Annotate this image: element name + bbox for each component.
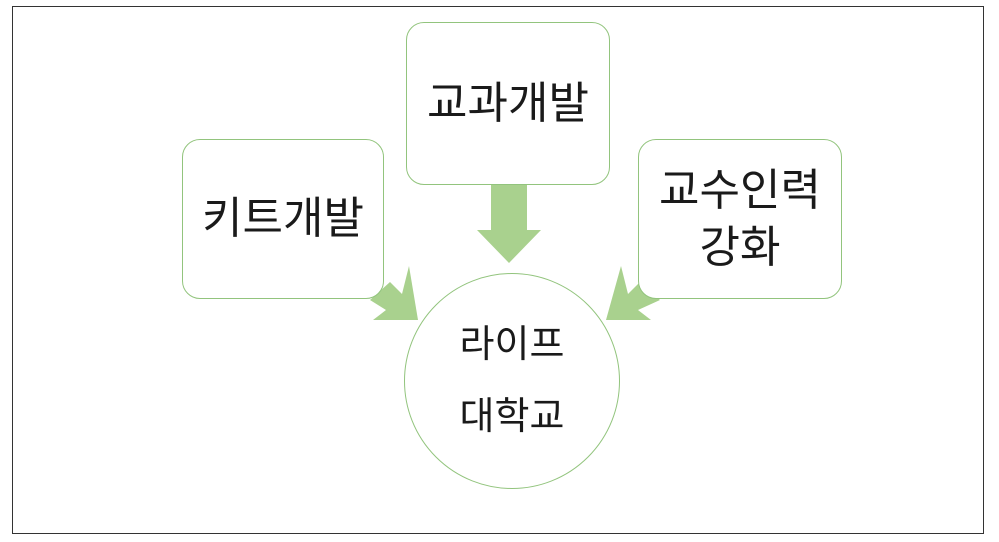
center-node-life-university: 라이프 대학교: [404, 273, 620, 489]
arrow-top-to-center: [477, 185, 541, 263]
node-curriculum-development: 교과개발: [406, 22, 610, 185]
arrow-left-to-center: [370, 266, 418, 320]
node-faculty-reinforcement-label-line1: 교수인력: [659, 164, 821, 216]
arrow-right-to-center: [606, 266, 660, 320]
center-node-label-line2: 대학교: [459, 394, 565, 438]
node-curriculum-development-label: 교과개발: [427, 77, 589, 129]
node-faculty-reinforcement: 교수인력 강화: [638, 139, 842, 299]
node-kit-development: 키트개발: [182, 139, 384, 299]
node-kit-development-label: 키트개발: [202, 193, 364, 245]
node-faculty-reinforcement-label-line2: 강화: [699, 222, 781, 273]
center-node-label-line1: 라이프: [459, 322, 565, 367]
